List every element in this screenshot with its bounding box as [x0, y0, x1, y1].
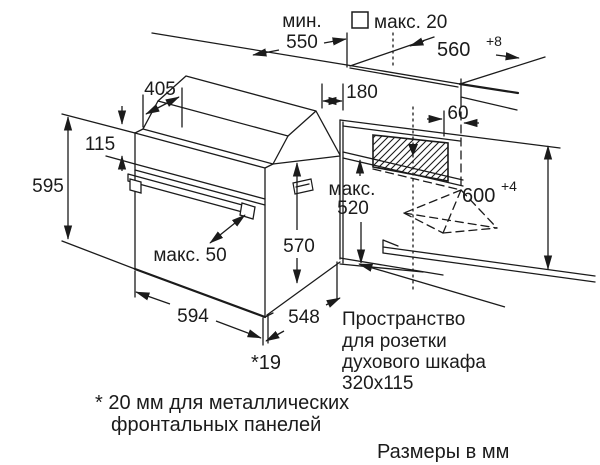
niche-height: 600 [462, 185, 495, 207]
handle-clearance: макс. 50 [153, 245, 226, 266]
niche-height-tolerance: +4 [501, 178, 517, 194]
socket-offset: 60 [447, 103, 468, 124]
socket-note-line4: 320x115 [342, 373, 414, 394]
oven-top-depth: 405 [144, 79, 176, 100]
niche-max-depth-label: макс. [329, 179, 376, 200]
oven-lines [127, 75, 341, 319]
dimension-labels: мин. 550 макс. 20 560 +8 405 115 595 180… [32, 11, 517, 374]
niche-max-depth-value: 520 [337, 198, 369, 219]
socket-note: Пространство для розетки духового шкафа … [342, 309, 486, 394]
oven-handle [127, 173, 256, 220]
niche-back-offset: 180 [346, 82, 378, 103]
min-depth-value: 550 [286, 32, 318, 53]
panel-height: 115 [85, 134, 115, 155]
reference-dotted-lines [392, 32, 418, 292]
socket-note-leader-arrow [358, 263, 506, 308]
footnote-line2: фронтальных панелей [111, 414, 321, 436]
socket-note-line2: для розетки [342, 331, 447, 352]
oven-front-height: 595 [32, 176, 64, 197]
worktop-lip-label: макс. 20 [374, 12, 447, 33]
socket-pointer-arrowhead [408, 144, 418, 156]
dimension-arrows [63, 37, 553, 342]
footnote-line1: * 20 мм для металлических [95, 392, 349, 414]
cutout-width-tolerance: +8 [486, 33, 502, 49]
square-icon [351, 11, 369, 29]
worktop-lines [151, 32, 546, 111]
extension-lines [61, 32, 462, 346]
cutout-width-value: 560 [437, 39, 470, 61]
units-note: Размеры в мм [377, 441, 509, 463]
front-gap-value: *19 [251, 352, 281, 374]
oven-body-depth: 548 [288, 307, 320, 328]
niche-hidden-lines [372, 98, 498, 234]
footnote: * 20 мм для металлических фронтальных па… [95, 392, 349, 436]
socket-note-line1: Пространство [342, 309, 465, 330]
oven-body-height: 570 [283, 236, 315, 257]
socket-area-hatch [372, 134, 449, 182]
oven-front-width: 594 [177, 306, 209, 327]
oven-side-vent [292, 178, 314, 195]
socket-note-line3: духового шкафа [342, 352, 486, 373]
min-depth-label: мин. [282, 11, 321, 32]
